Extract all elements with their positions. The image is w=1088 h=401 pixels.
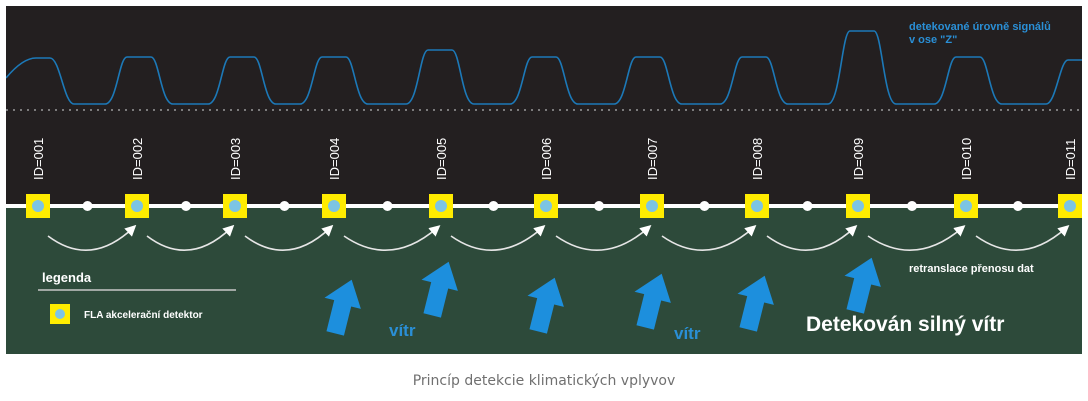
- wind-arrow: [421, 261, 458, 318]
- cable-junction-dot: [488, 201, 499, 211]
- wind-arrow: [737, 275, 774, 332]
- wind-arrow: [844, 257, 881, 314]
- relay-hop-arrow: [555, 225, 652, 252]
- detector-node-dot: [435, 200, 447, 212]
- wind-label-2: vítr: [674, 324, 701, 343]
- cable-junction-dot: [279, 201, 290, 211]
- detector-node-dot: [852, 200, 864, 212]
- cable-junction-dot: [181, 201, 191, 211]
- detector-id-label: ID=010: [959, 138, 974, 180]
- cable-junction-dot: [1013, 201, 1023, 211]
- relay-hop-arrow: [766, 224, 858, 252]
- signal-label-line1: detekované úrovně signálů: [909, 21, 1051, 33]
- detector-node-dot: [131, 200, 143, 212]
- detector-node-dot: [229, 200, 241, 212]
- detector-node-dot: [751, 200, 763, 212]
- detector-id-label: ID=006: [539, 138, 554, 180]
- wind-label-1: vítr: [389, 321, 416, 340]
- relay-hop-arrow: [975, 225, 1070, 252]
- relay-hop-arrow: [661, 225, 757, 252]
- detector-id-label: ID=005: [434, 138, 449, 180]
- detector-id-label: ID=011: [1063, 139, 1078, 180]
- signal-panel: [6, 6, 1082, 206]
- detector-id-label: ID=008: [750, 138, 765, 180]
- detector-id-label: ID=004: [327, 138, 342, 180]
- detector-id-label: ID=009: [851, 138, 866, 180]
- headline: Detekován silný vítr: [806, 313, 1004, 336]
- retranslation-label: retranslace přenosu dat: [909, 263, 1034, 275]
- detector-node-dot: [1064, 200, 1076, 212]
- relay-hop-arrow: [47, 224, 137, 252]
- detector-id-label: ID=007: [645, 138, 660, 180]
- relay-hop-arrow: [343, 225, 441, 252]
- detector-node-dot: [960, 200, 972, 212]
- detector-node-dot: [540, 200, 552, 212]
- legend-title: legenda: [42, 270, 92, 285]
- wind-arrow: [634, 273, 671, 330]
- cable-junction-dot: [382, 201, 393, 211]
- wind-detection-diagram: detekované úrovně signálů v ose "Z" ID=0…: [6, 6, 1082, 354]
- relay-hop-arrow: [867, 225, 966, 252]
- cable-junction-dot: [699, 201, 710, 211]
- signal-label-line2: v ose "Z": [909, 34, 957, 46]
- legend-item-label: FLA akcelerační detektor: [84, 310, 203, 321]
- relay-hop-arrow: [146, 224, 235, 252]
- detector-id-label: ID=002: [130, 138, 145, 180]
- relay-hop-arrow: [450, 225, 546, 252]
- detector-node-dot: [328, 200, 340, 212]
- detector-id-label: ID=001: [31, 138, 46, 180]
- legend-detector-dot: [55, 309, 65, 319]
- cable-junction-dot: [82, 201, 93, 211]
- cable-junction-dot: [594, 201, 604, 211]
- cable-junction-dot: [802, 201, 813, 211]
- wind-arrow: [527, 277, 564, 334]
- signal-waveform: [6, 30, 1082, 105]
- wind-arrow: [324, 279, 361, 336]
- detector-id-label: ID=003: [228, 138, 243, 180]
- detector-node-dot: [32, 200, 44, 212]
- cable-junction-dot: [907, 201, 917, 211]
- detector-node-dot: [646, 200, 658, 212]
- relay-hop-arrow: [244, 224, 334, 252]
- figure-caption: Princíp detekcie klimatických vplyvov: [412, 373, 676, 389]
